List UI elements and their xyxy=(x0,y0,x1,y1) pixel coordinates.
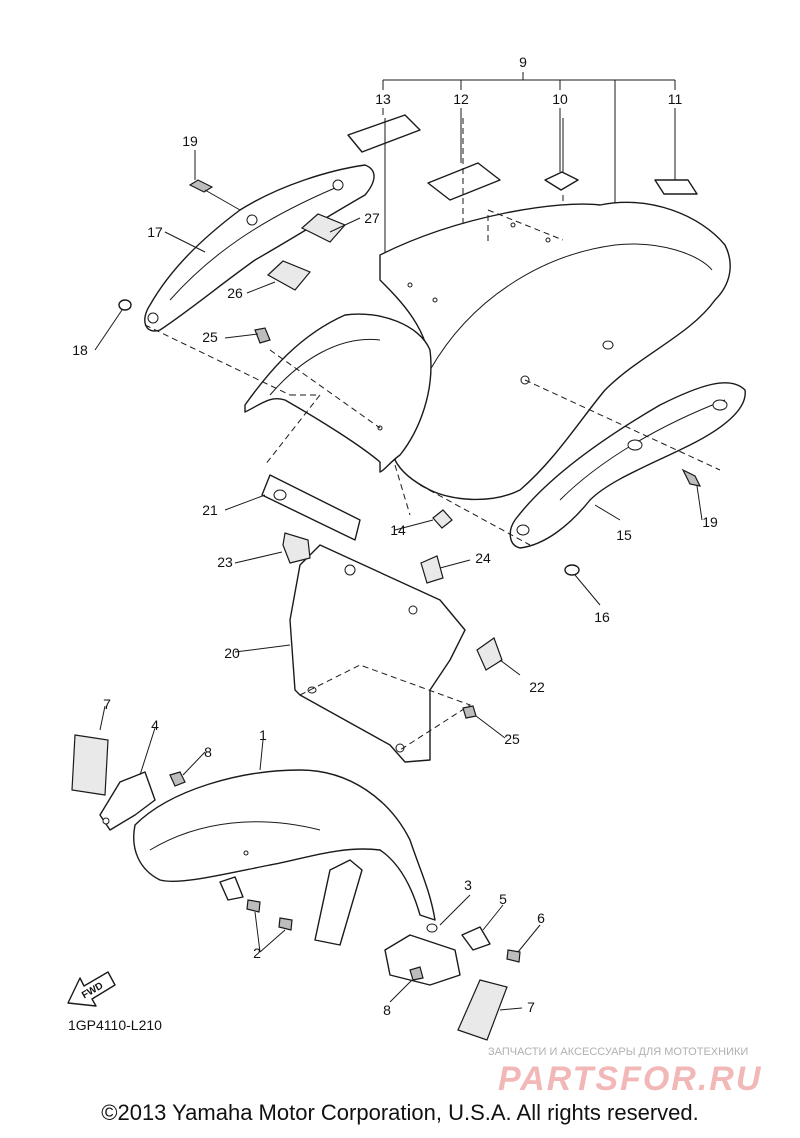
front-fender xyxy=(133,769,436,921)
callout-25-top: 25 xyxy=(202,329,218,345)
watermark-brand: PARTSFOR.RU xyxy=(498,1060,762,1098)
callout-14: 14 xyxy=(390,522,406,538)
callout-20: 20 xyxy=(224,645,240,661)
decal-11 xyxy=(654,118,698,195)
bracket-5 xyxy=(461,926,491,951)
nut-8a xyxy=(169,771,186,787)
callout-8-top: 8 xyxy=(204,744,212,760)
callout-11: 11 xyxy=(668,91,683,107)
nut-8b xyxy=(409,966,424,981)
nut-25-top xyxy=(254,327,271,344)
callout-5: 5 xyxy=(499,891,507,907)
clip-23 xyxy=(282,532,311,564)
callout-19-right: 19 xyxy=(702,514,718,530)
reflector-7b xyxy=(457,979,508,1041)
nut-25-bottom xyxy=(462,705,477,719)
leader-lines xyxy=(94,108,703,1011)
bracket-4 xyxy=(99,771,156,831)
callout-10: 10 xyxy=(552,91,568,107)
watermark: ЗАПЧАСТИ И АКСЕССУАРЫ ДЛЯ МОТОТЕХНИКИ PA… xyxy=(488,1046,762,1098)
callout-17: 17 xyxy=(147,224,163,240)
callout-7-top: 7 xyxy=(103,696,111,712)
callout-12: 12 xyxy=(453,91,469,107)
callout-8-bottom: 8 xyxy=(383,1002,391,1018)
callout-4: 4 xyxy=(151,717,159,733)
rear-fender xyxy=(379,201,731,501)
bolts-2 xyxy=(246,899,293,931)
callout-25-bottom: 25 xyxy=(504,731,520,747)
callout-9-bracket xyxy=(382,72,676,205)
callout-18: 18 xyxy=(72,342,88,358)
callout-23: 23 xyxy=(217,554,233,570)
bolt-19-right xyxy=(681,468,702,487)
decal-12 xyxy=(427,118,501,320)
stay-left xyxy=(314,859,363,946)
inner-fender xyxy=(244,313,432,473)
callout-16: 16 xyxy=(594,609,610,625)
callout-24: 24 xyxy=(475,550,491,566)
callout-22: 22 xyxy=(529,679,545,695)
callout-9: 9 xyxy=(519,54,527,70)
bracket-20 xyxy=(289,544,472,763)
callout-6: 6 xyxy=(537,910,545,926)
pad-26 xyxy=(266,260,311,291)
clip-14 xyxy=(432,509,453,529)
callout-15: 15 xyxy=(616,527,632,543)
callout-labels: 9 13 12 10 11 19 17 27 26 25 18 21 14 15… xyxy=(72,54,718,1018)
copyright-notice: ©2013 Yamaha Motor Corporation, U.S.A. A… xyxy=(101,1100,699,1125)
callout-3: 3 xyxy=(464,877,472,893)
watermark-tagline: ЗАПЧАСТИ И АКСЕССУАРЫ ДЛЯ МОТОТЕХНИКИ xyxy=(488,1046,748,1058)
clip-24 xyxy=(420,555,444,584)
reflector-7a xyxy=(71,734,109,796)
callout-2: 2 xyxy=(253,945,261,961)
callout-7-bottom: 7 xyxy=(527,999,535,1015)
rail-17 xyxy=(144,164,375,332)
callout-19-left: 19 xyxy=(182,133,198,149)
callout-26: 26 xyxy=(227,285,243,301)
clip-22 xyxy=(476,637,503,671)
fwd-arrow: FWD xyxy=(67,971,116,1007)
callout-13: 13 xyxy=(375,91,391,107)
callout-27: 27 xyxy=(364,210,380,226)
bracket-3 xyxy=(384,923,461,986)
callout-1: 1 xyxy=(259,727,267,743)
rail-15 xyxy=(509,382,746,549)
bolt-6 xyxy=(506,949,521,963)
bracket-21 xyxy=(261,474,361,541)
leader-dashes xyxy=(144,324,721,546)
rivet-16 xyxy=(564,564,580,576)
washer-18 xyxy=(118,299,132,311)
diagram-code: 1GP4110-L210 xyxy=(68,1017,162,1033)
bolt-19-left xyxy=(188,179,241,211)
callout-21: 21 xyxy=(202,502,218,518)
